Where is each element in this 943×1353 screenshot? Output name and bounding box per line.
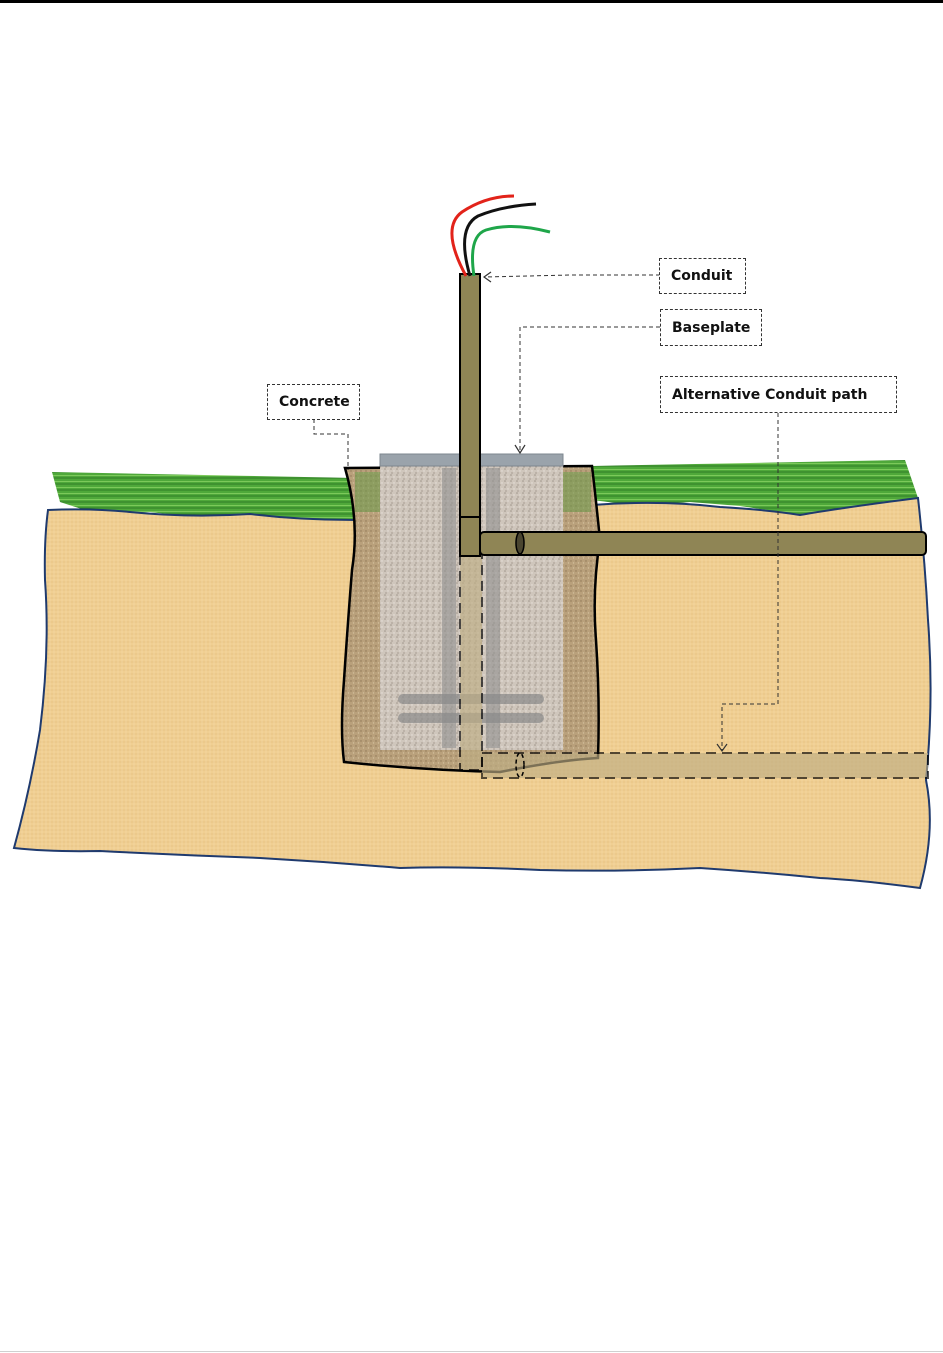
conduit-leader xyxy=(485,275,660,277)
conduit-horizontal-end xyxy=(516,532,524,554)
concrete-leader xyxy=(314,419,348,470)
bottom-rule xyxy=(0,1351,943,1352)
baseplate-label: Baseplate xyxy=(660,309,762,346)
anchor-bolt-right xyxy=(486,468,500,748)
alt-conduit-vertical xyxy=(460,555,482,770)
alt-conduit-horizontal xyxy=(482,753,928,778)
concrete-label: Concrete xyxy=(267,384,360,420)
green-wire-icon xyxy=(473,226,551,276)
anchor-bolt-left xyxy=(442,468,456,748)
conduit-label: Conduit xyxy=(659,258,746,294)
grass-edge-right xyxy=(563,472,591,512)
conduit-icon xyxy=(460,274,480,556)
baseplate-leader xyxy=(520,327,660,452)
grass-edge-left xyxy=(355,472,380,512)
conduit-horizontal xyxy=(480,532,926,555)
alternative-conduit-path-label: Alternative Conduit path xyxy=(660,376,897,413)
